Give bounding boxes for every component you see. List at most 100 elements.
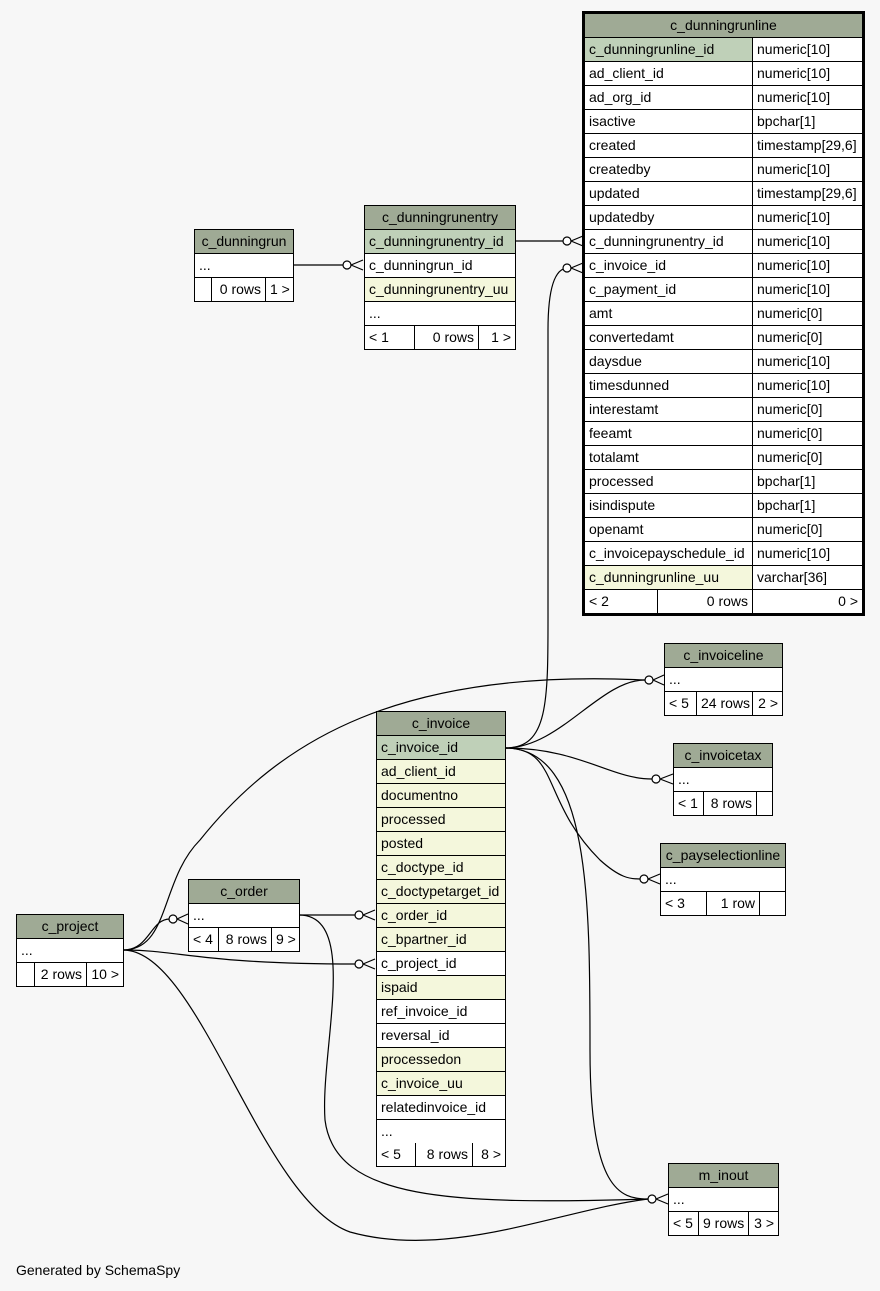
table-title[interactable]: c_dunningrunentry [365, 206, 515, 230]
crowfoot-marker [647, 873, 661, 885]
table-m-inout[interactable]: m_inout ... < 5 9 rows 3 > [668, 1163, 779, 1236]
table-title[interactable]: c_dunningrunline [585, 14, 862, 38]
column-name: c_order_id [381, 907, 448, 923]
table-title[interactable]: c_invoicetax [674, 744, 772, 768]
footer-children[interactable]: 10 > [86, 963, 123, 986]
footer-row-count: 2 rows [34, 963, 86, 986]
footer-children[interactable]: 9 > [271, 928, 299, 951]
column-ellipsis: ... [199, 257, 211, 273]
table-c-dunningrunentry[interactable]: c_dunningrunentry c_dunningrunentry_id c… [364, 205, 516, 350]
footer-children[interactable]: 0 > [752, 590, 862, 613]
table-title[interactable]: c_dunningrun [195, 230, 293, 254]
crowfoot-marker [362, 909, 376, 921]
footer-children[interactable]: 3 > [748, 1212, 778, 1235]
column-c-dunningrunentry-uu[interactable]: c_dunningrunentry_uu [369, 281, 509, 297]
table-c-payselectionline[interactable]: c_payselectionline ... < 3 1 row [660, 843, 786, 916]
table-title[interactable]: c_invoice [377, 712, 505, 736]
column-c-doctype-id[interactable]: c_doctype_id [377, 856, 505, 880]
footer-children[interactable] [756, 792, 772, 815]
column-type: numeric[0] [752, 398, 862, 421]
footer-children[interactable]: 1 > [478, 326, 515, 349]
column-name: processed [589, 473, 654, 489]
column-c-doctypetarget-id[interactable]: c_doctypetarget_id [377, 880, 505, 904]
table-c-project[interactable]: c_project ... 2 rows 10 > [16, 914, 124, 987]
column-ref-invoice-id[interactable]: ref_invoice_id [377, 1000, 505, 1024]
table-c-invoicetax[interactable]: c_invoicetax ... < 1 8 rows [673, 743, 773, 816]
footer-parents[interactable] [195, 278, 211, 301]
footer-parents[interactable]: < 5 [669, 695, 689, 711]
column-type: numeric[10] [752, 38, 862, 61]
table-title[interactable]: c_invoiceline [665, 644, 782, 668]
column-ispaid[interactable]: ispaid [377, 976, 505, 1000]
footer-parents[interactable]: < 1 [369, 329, 389, 345]
footer-children[interactable]: 2 > [752, 692, 782, 715]
column-name: c_dunningrunline_id [589, 41, 715, 57]
table-title[interactable]: c_order [189, 880, 299, 904]
footer-parents[interactable]: < 5 [381, 1146, 401, 1162]
column-c-dunningrun-id[interactable]: c_dunningrun_id [369, 257, 473, 273]
footer-parents[interactable]: < 2 [589, 593, 609, 609]
column-relatedinvoice-id[interactable]: relatedinvoice_id [377, 1096, 505, 1120]
optional-marker [647, 1194, 657, 1204]
table-c-invoiceline[interactable]: c_invoiceline ... < 5 24 rows 2 > [664, 643, 783, 716]
column-c-order-id[interactable]: c_order_id [377, 904, 505, 928]
column-name: createdby [589, 161, 651, 177]
column-c-invoice-id[interactable]: c_invoice_id [377, 736, 505, 760]
footer-children[interactable]: 1 > [265, 278, 293, 301]
generator-credit: Generated by SchemaSpy [16, 1262, 181, 1278]
crowfoot-marker [350, 259, 364, 271]
table-c-order[interactable]: c_order ... < 4 8 rows 9 > [188, 879, 300, 952]
column-reversal-id[interactable]: reversal_id [377, 1024, 505, 1048]
footer-children[interactable]: 8 > [472, 1143, 505, 1166]
table-title[interactable]: c_payselectionline [661, 844, 785, 868]
column-ad-client-id[interactable]: ad_client_id [377, 760, 505, 784]
column-c-bpartner-id[interactable]: c_bpartner_id [377, 928, 505, 952]
edge-invoice-to-invoiceline [504, 679, 646, 749]
column-c-project-id[interactable]: c_project_id [377, 952, 505, 976]
column-c-dunningrunentry-id[interactable]: c_dunningrunentry_id [369, 233, 504, 249]
table-title[interactable]: c_project [17, 915, 123, 939]
footer-parents[interactable]: < 3 [665, 895, 685, 911]
footer-parents[interactable]: < 5 [673, 1215, 693, 1231]
footer-parents[interactable]: < 1 [678, 795, 698, 811]
footer-parents[interactable] [17, 963, 34, 986]
footer-row-count: 8 rows [415, 1143, 472, 1166]
table-c-dunningrun[interactable]: c_dunningrun ... 0 rows 1 > [194, 229, 294, 302]
footer-parents[interactable]: < 4 [193, 931, 213, 947]
footer-children[interactable] [759, 892, 785, 915]
column-documentno[interactable]: documentno [377, 784, 505, 808]
column-posted[interactable]: posted [377, 832, 505, 856]
edge-project-to-order [122, 918, 171, 951]
table-title[interactable]: m_inout [669, 1164, 778, 1188]
column-processedon[interactable]: processedon [377, 1048, 505, 1072]
column-processed[interactable]: processed [377, 808, 505, 832]
column-c-dunningrunline-id[interactable]: c_dunningrunline_id numeric[10] [585, 38, 862, 62]
column-c-invoice-uu[interactable]: c_invoice_uu [377, 1072, 505, 1096]
column-name: daysdue [589, 353, 642, 369]
